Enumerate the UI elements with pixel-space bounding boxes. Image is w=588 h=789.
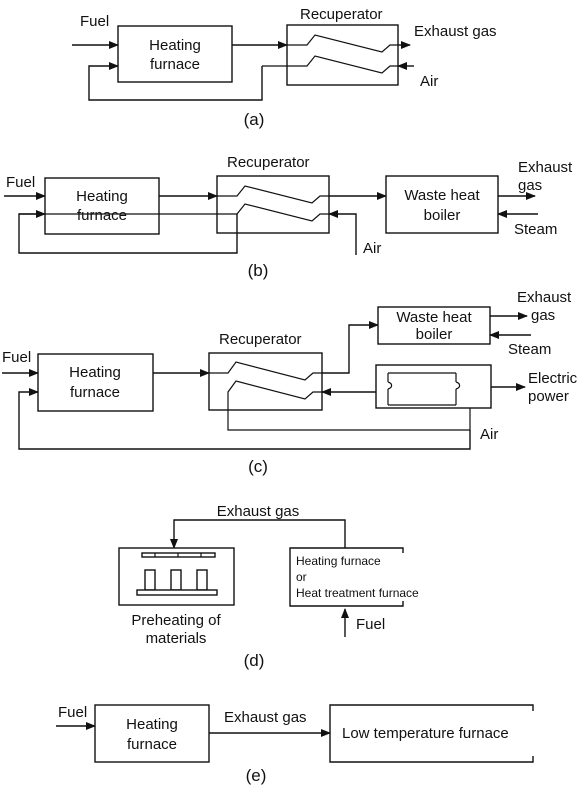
a-recuperator-coil-top [287,34,398,53]
c-recuperator-box [208,352,323,411]
c-steam-label: Steam [508,341,551,358]
b-air-return-line [18,210,238,254]
b-recuperator-coil-bottom [19,203,329,222]
e-exhaust-label: Exhaust gas [224,709,307,726]
b-heating-furnace-box [44,177,160,235]
a-heating-furnace-label-2: furnace [150,56,200,73]
e-fuel-label: Fuel [58,704,87,721]
c-heating-furnace-box [37,353,154,412]
e-low-temp-furnace-label: Low temperature furnace [342,725,509,742]
d-material-block-3 [196,569,208,591]
b-fuel-label: Fuel [6,174,35,191]
c-generator-box [375,364,492,409]
b-steam-label: Steam [514,221,557,238]
b-caption: (b) [248,261,269,280]
b-heating-furnace-label-2: furnace [77,207,127,224]
a-heating-furnace-label-1: Heating [149,37,201,54]
diagram-a: Fuel Heating furnace Recuperator Exhaust… [72,6,497,129]
d-fuel-label: Fuel [356,616,385,633]
d-exhaust-label: Exhaust gas [217,503,300,520]
a-exhaust-label: Exhaust gas [414,23,497,40]
diagram-b: Fuel Heating furnace Recuperator Waste h… [4,154,573,280]
d-exhaust-arrow [170,519,346,549]
a-heating-furnace-box [117,25,233,83]
b-recuperator-box [216,175,330,234]
c-air-return-line [18,388,471,450]
c-exhaust-label-1: Exhaust [517,289,572,306]
diagram-e: Fuel Heating furnace Exhaust gas Low tem… [56,704,534,785]
a-air-label: Air [420,73,438,90]
c-electric-label-2: power [528,388,569,405]
e-heating-furnace-box [94,704,210,763]
c-boiler-label-2: boiler [416,326,453,343]
d-material-block-2 [170,569,182,591]
b-boiler-label-1: Waste heat [404,187,480,204]
c-recuperator-label: Recuperator [219,331,302,348]
c-fuel-label: Fuel [2,349,31,366]
e-heating-furnace-label-1: Heating [126,716,178,733]
d-material-block-1 [144,569,156,591]
d-material-base [136,589,218,596]
b-exhaust-label-2: gas [518,177,542,194]
c-heating-furnace-label-1: Heating [69,364,121,381]
c-boiler-label-1: Waste heat [396,309,472,326]
d-caption: (d) [244,651,265,670]
a-caption: (a) [244,110,265,129]
c-recuperator-coil-bottom [227,380,471,431]
e-heating-furnace-label-2: furnace [127,736,177,753]
c-caption: (c) [248,457,268,476]
b-exhaust-label-1: Exhaust [518,159,573,176]
d-preheat-label-1: Preheating of [131,612,221,629]
c-boiler-box [377,306,491,345]
b-boiler-label-2: boiler [424,207,461,224]
b-recuperator-label: Recuperator [227,154,310,171]
e-low-temp-furnace-box [329,704,534,763]
d-preheat-label-2: materials [146,630,207,647]
a-recuperator-coil-bottom [262,55,398,74]
c-electric-label-1: Electric [528,370,578,387]
c-heating-furnace-label-2: furnace [70,384,120,401]
e-caption: (e) [246,766,267,785]
d-furnace-label-2: or [296,570,307,584]
c-recuperator-coil-top [209,361,322,381]
d-furnace-label-3: Heat treatment furnace [296,586,419,600]
b-heating-furnace-label-1: Heating [76,188,128,205]
d-furnace-box [289,547,404,607]
b-air-label: Air [363,240,381,257]
b-recuperator-coil-top [217,185,329,204]
diagram-d: Exhaust gas Preheating of materials Heat… [118,503,419,670]
a-recuperator-label: Recuperator [300,6,383,23]
diagram-c: Fuel Heating furnace Recuperator Waste h… [2,289,578,476]
b-air-arrow [328,210,357,255]
c-gas-arrow-boiler [322,321,379,374]
c-generator-loop-right [388,373,461,406]
c-air-label: Air [480,426,498,443]
c-exhaust-label-2: gas [531,307,555,324]
b-boiler-box [385,175,499,234]
a-air-return-line [88,62,263,101]
c-generator-loop-left [387,372,456,405]
a-recuperator-box [286,24,399,86]
d-furnace-label-1: Heating furnace [296,554,381,568]
a-fuel-label: Fuel [80,13,109,30]
